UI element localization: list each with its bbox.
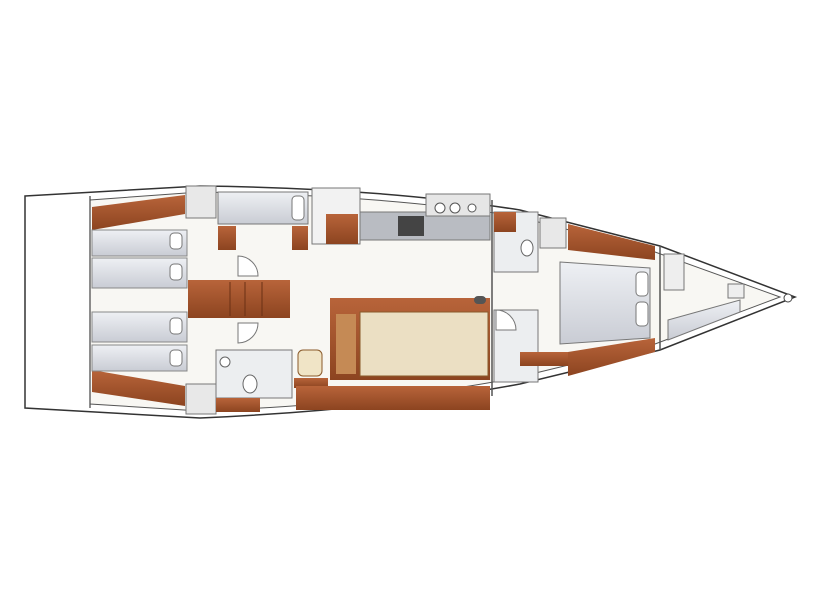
forepeak-berth: [667, 299, 741, 341]
wardrobe-port-aft: [185, 185, 217, 219]
aft-cabin-port: [91, 195, 188, 289]
door-swing: [495, 309, 517, 331]
wardrobe: [539, 217, 567, 249]
galley-wood: [326, 214, 358, 244]
cabinet-wood: [216, 398, 260, 412]
saloon-table: [359, 311, 489, 377]
bow-fitting: [783, 293, 793, 303]
mast-icon: [474, 296, 486, 304]
forepeak-locker: [663, 253, 685, 291]
saloon-lower-wood: [296, 386, 490, 410]
stove-icon: [398, 216, 424, 236]
companionway-step-lines: [229, 282, 263, 316]
aft-cabin-starboard: [91, 311, 188, 406]
galley-sink-icon: [434, 202, 446, 214]
forepeak-cabinet: [727, 283, 745, 299]
pillow: [291, 195, 305, 221]
cabinet-wood: [520, 352, 568, 366]
forward-berth: [559, 261, 651, 345]
cabinet-wood: [292, 226, 308, 250]
forward-cabin-hull-wood: [568, 224, 655, 260]
pillow: [635, 301, 649, 327]
galley-sink-icon: [467, 203, 477, 213]
door-swing: [237, 322, 259, 344]
toilet-icon: [520, 239, 534, 257]
sink-icon: [219, 356, 231, 368]
galley-sink-icon: [449, 202, 461, 214]
wardrobe-stbd-aft: [185, 383, 217, 415]
cabinet-wood: [218, 226, 236, 250]
door-swing: [237, 255, 259, 277]
forward-cabin-hull-wood: [568, 338, 655, 376]
nav-seat: [297, 349, 323, 377]
nav-table: [294, 378, 328, 388]
saloon-cushion: [336, 314, 356, 374]
pillow: [635, 271, 649, 297]
cabinet-wood: [494, 212, 516, 232]
companionway-steps: [188, 280, 290, 318]
galley-counter: [359, 211, 491, 241]
toilet-icon: [242, 374, 258, 394]
